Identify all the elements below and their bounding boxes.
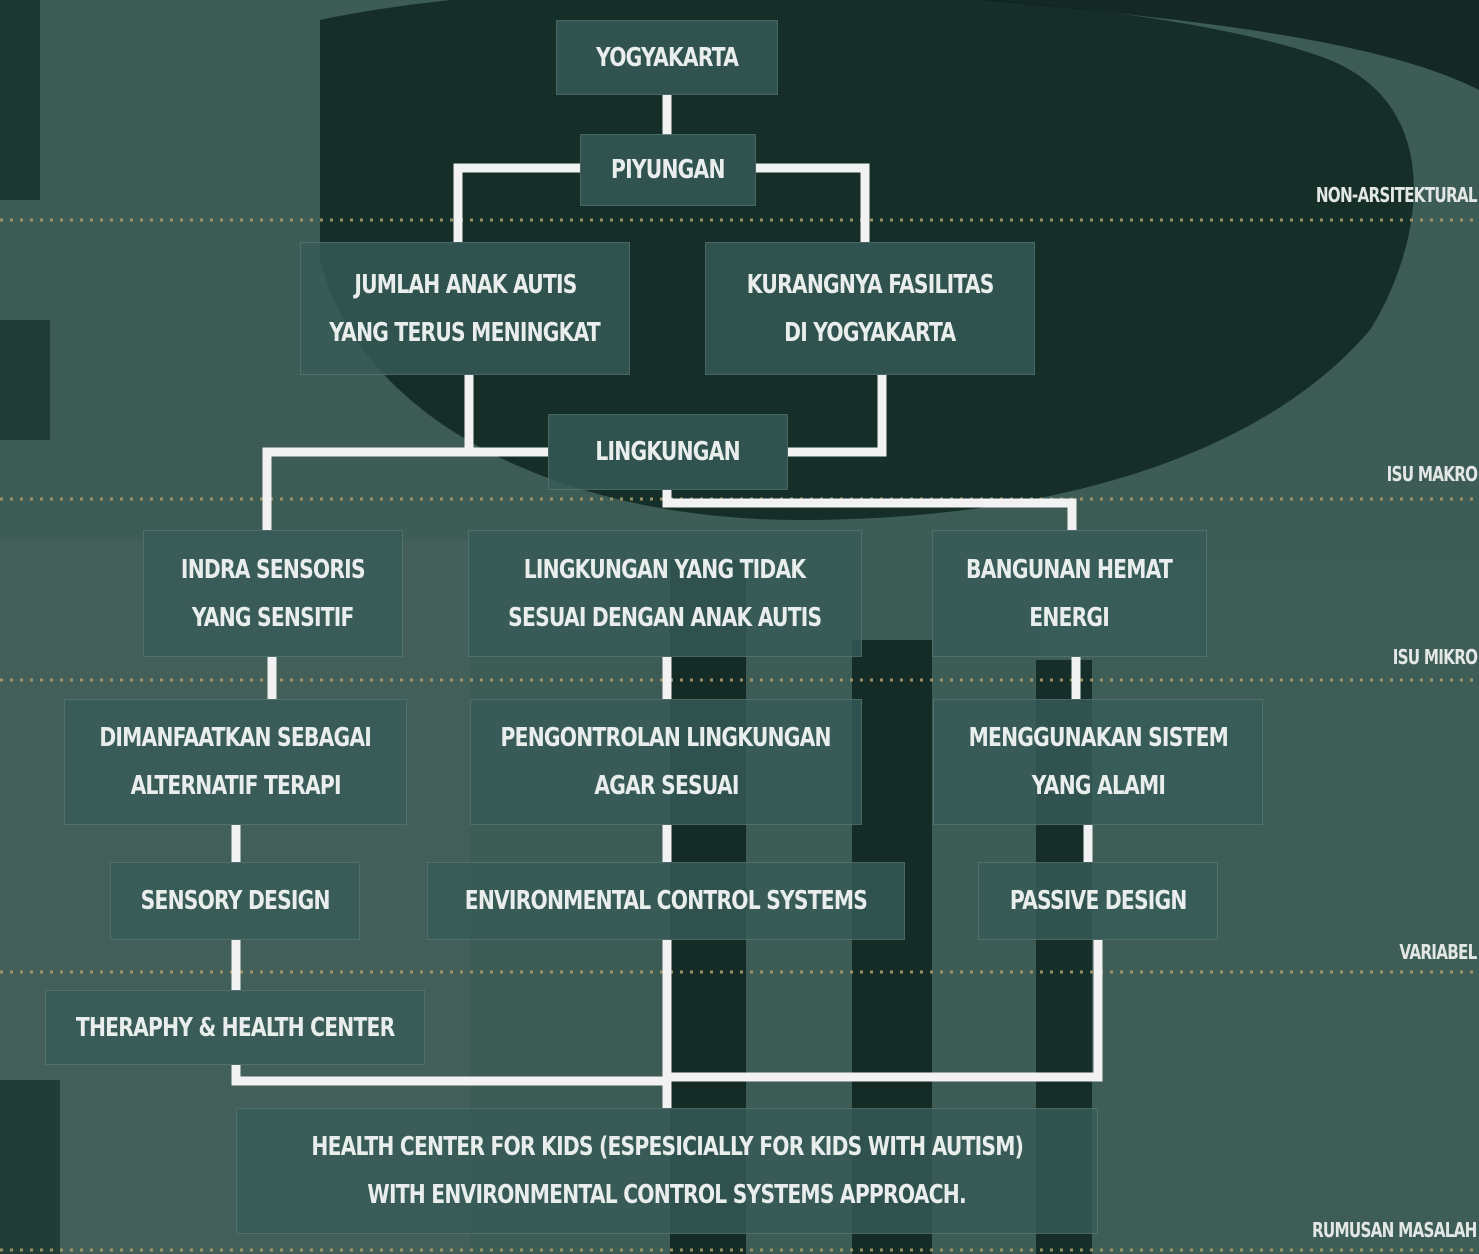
node-passive-design: PASSIVE DESIGN — [978, 862, 1218, 940]
node-indra-sensoris: INDRA SENSORIS YANG SENSITIF — [143, 530, 403, 657]
node-jumlah-anak-autis: JUMLAH ANAK AUTIS YANG TERUS MENINGKAT — [300, 242, 630, 375]
level-label-non-arsitektural: NON-ARSITEKTURAL — [1316, 183, 1478, 207]
node-label-line2: YANG ALAMI — [1031, 771, 1165, 801]
node-label-line2: WITH ENVIRONMENTAL CONTROL SYSTEMS APPRO… — [367, 1180, 967, 1210]
node-label-line1: MENGGUNAKAN SISTEM — [968, 723, 1228, 753]
node-label-line1: BANGUNAN HEMAT — [966, 554, 1174, 585]
node-label-line2: SESUAI DENGAN ANAK AUTIS — [508, 602, 822, 633]
node-label-line1: PENGONTROLAN LINGKUNGAN — [500, 723, 832, 753]
node-menggunakan-sistem: MENGGUNAKAN SISTEM YANG ALAMI — [933, 699, 1263, 825]
node-label-line2: DI YOGYAKARTA — [784, 317, 956, 348]
node-theraphy-health-center: THERAPHY & HEALTH CENTER — [45, 990, 425, 1065]
node-sensory-design: SENSORY DESIGN — [110, 862, 360, 940]
node-dimanfaatkan: DIMANFAATKAN SEBAGAI ALTERNATIF TERAPI — [64, 699, 407, 825]
node-kurangnya-fasilitas: KURANGNYA FASILITAS DI YOGYAKARTA — [705, 242, 1035, 375]
node-label-line1: HEALTH CENTER FOR KIDS (ESPESICIALLY FOR… — [311, 1132, 1024, 1162]
node-label-line2: ENERGI — [1029, 602, 1111, 633]
node-label: YOGYAKARTA — [595, 42, 739, 73]
node-label: LINGKUNGAN — [595, 437, 741, 467]
node-final-statement: HEALTH CENTER FOR KIDS (ESPESICIALLY FOR… — [236, 1108, 1098, 1234]
node-label: PASSIVE DESIGN — [1009, 886, 1187, 916]
node-label: THERAPHY & HEALTH CENTER — [75, 1012, 395, 1043]
node-label: PIYUNGAN — [611, 155, 725, 185]
node-label-line2: YANG SENSITIF — [192, 602, 355, 633]
node-pengontrolan-lingkungan: PENGONTROLAN LINGKUNGAN AGAR SESUAI — [470, 699, 862, 825]
level-label-variabel: VARIABEL — [1399, 940, 1478, 964]
node-label-line2: AGAR SESUAI — [593, 771, 739, 801]
node-label-line1: INDRA SENSORIS — [181, 554, 366, 585]
node-label: SENSORY DESIGN — [140, 886, 330, 916]
node-environmental-control-systems: ENVIRONMENTAL CONTROL SYSTEMS — [427, 862, 905, 940]
node-lingkungan-tidak-sesuai: LINGKUNGAN YANG TIDAK SESUAI DENGAN ANAK… — [468, 530, 862, 657]
node-label: ENVIRONMENTAL CONTROL SYSTEMS — [464, 886, 868, 916]
node-yogyakarta: YOGYAKARTA — [556, 20, 778, 95]
node-label-line1: LINGKUNGAN YANG TIDAK — [524, 554, 806, 585]
node-label-line1: DIMANFAATKAN SEBAGAI — [99, 723, 373, 753]
level-label-rumusan-masalah: RUMUSAN MASALAH — [1312, 1218, 1477, 1242]
node-label-line2: ALTERNATIF TERAPI — [130, 771, 341, 801]
node-label-line1: JUMLAH ANAK AUTIS — [353, 269, 577, 300]
node-label-line2: YANG TERUS MENINGKAT — [329, 317, 602, 348]
node-piyungan: PIYUNGAN — [580, 134, 756, 206]
node-label-line1: KURANGNYA FASILITAS — [746, 269, 995, 300]
level-label-isu-mikro: ISU MIKRO — [1392, 645, 1477, 669]
level-label-isu-makro: ISU MAKRO — [1386, 462, 1477, 486]
node-bangunan-hemat-energi: BANGUNAN HEMAT ENERGI — [932, 530, 1207, 657]
node-lingkungan: LINGKUNGAN — [548, 414, 788, 490]
